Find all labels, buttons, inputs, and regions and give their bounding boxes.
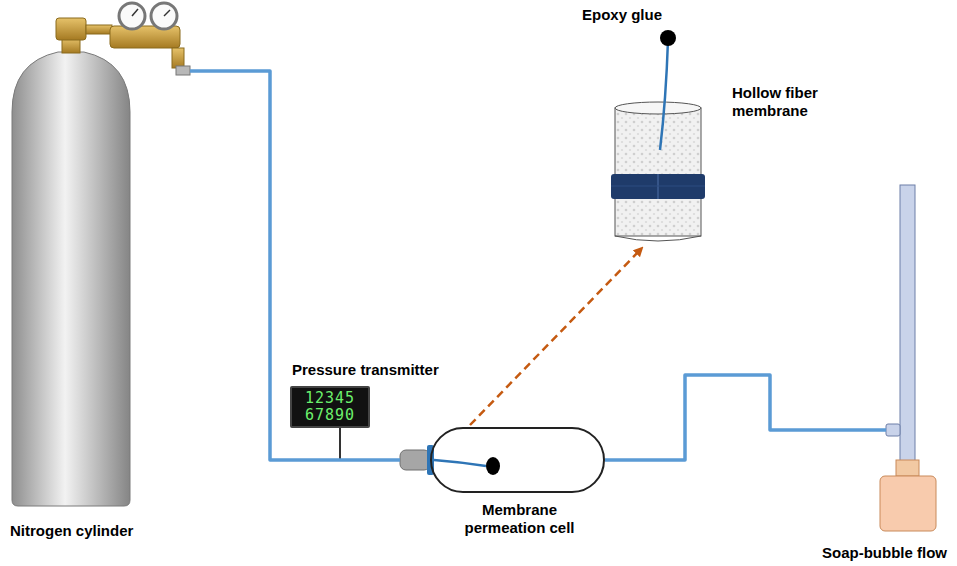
fiber-inside-cell — [434, 460, 486, 466]
gas-line — [190, 71, 400, 460]
node-label: Nitrogen cylinder — [10, 522, 133, 540]
hollow-fiber-module — [611, 30, 705, 241]
epoxy-dot — [486, 457, 500, 475]
inlet-fitting — [400, 450, 430, 470]
node-label: Pressure transmitter — [292, 361, 439, 379]
node-label: Hollow fiber membrane — [732, 84, 847, 120]
cylinder-node: Nitrogen cylinder — [8, 0, 193, 545]
transmitter-stem — [339, 428, 341, 460]
permeation-cell: Membrane permeation cell — [430, 427, 605, 493]
flowmeter-node: Soap-bubble flow — [880, 185, 936, 531]
display-digits: 12345 — [292, 390, 368, 407]
callout-arrow — [470, 248, 642, 425]
hollow-fiber-node: Hollow fiber membrane — [612, 100, 704, 240]
bubble-flowmeter — [880, 185, 936, 531]
display-digits: 67890 — [292, 407, 368, 424]
node-label: Membrane permeation cell — [452, 501, 587, 537]
gas-line — [605, 375, 886, 460]
pressure-display: Pressure transmitter1234567890 — [290, 386, 370, 428]
gas-cylinder — [12, 3, 190, 506]
part-label: Epoxy glue — [582, 6, 662, 24]
node-label: Soap-bubble flow — [822, 544, 947, 562]
